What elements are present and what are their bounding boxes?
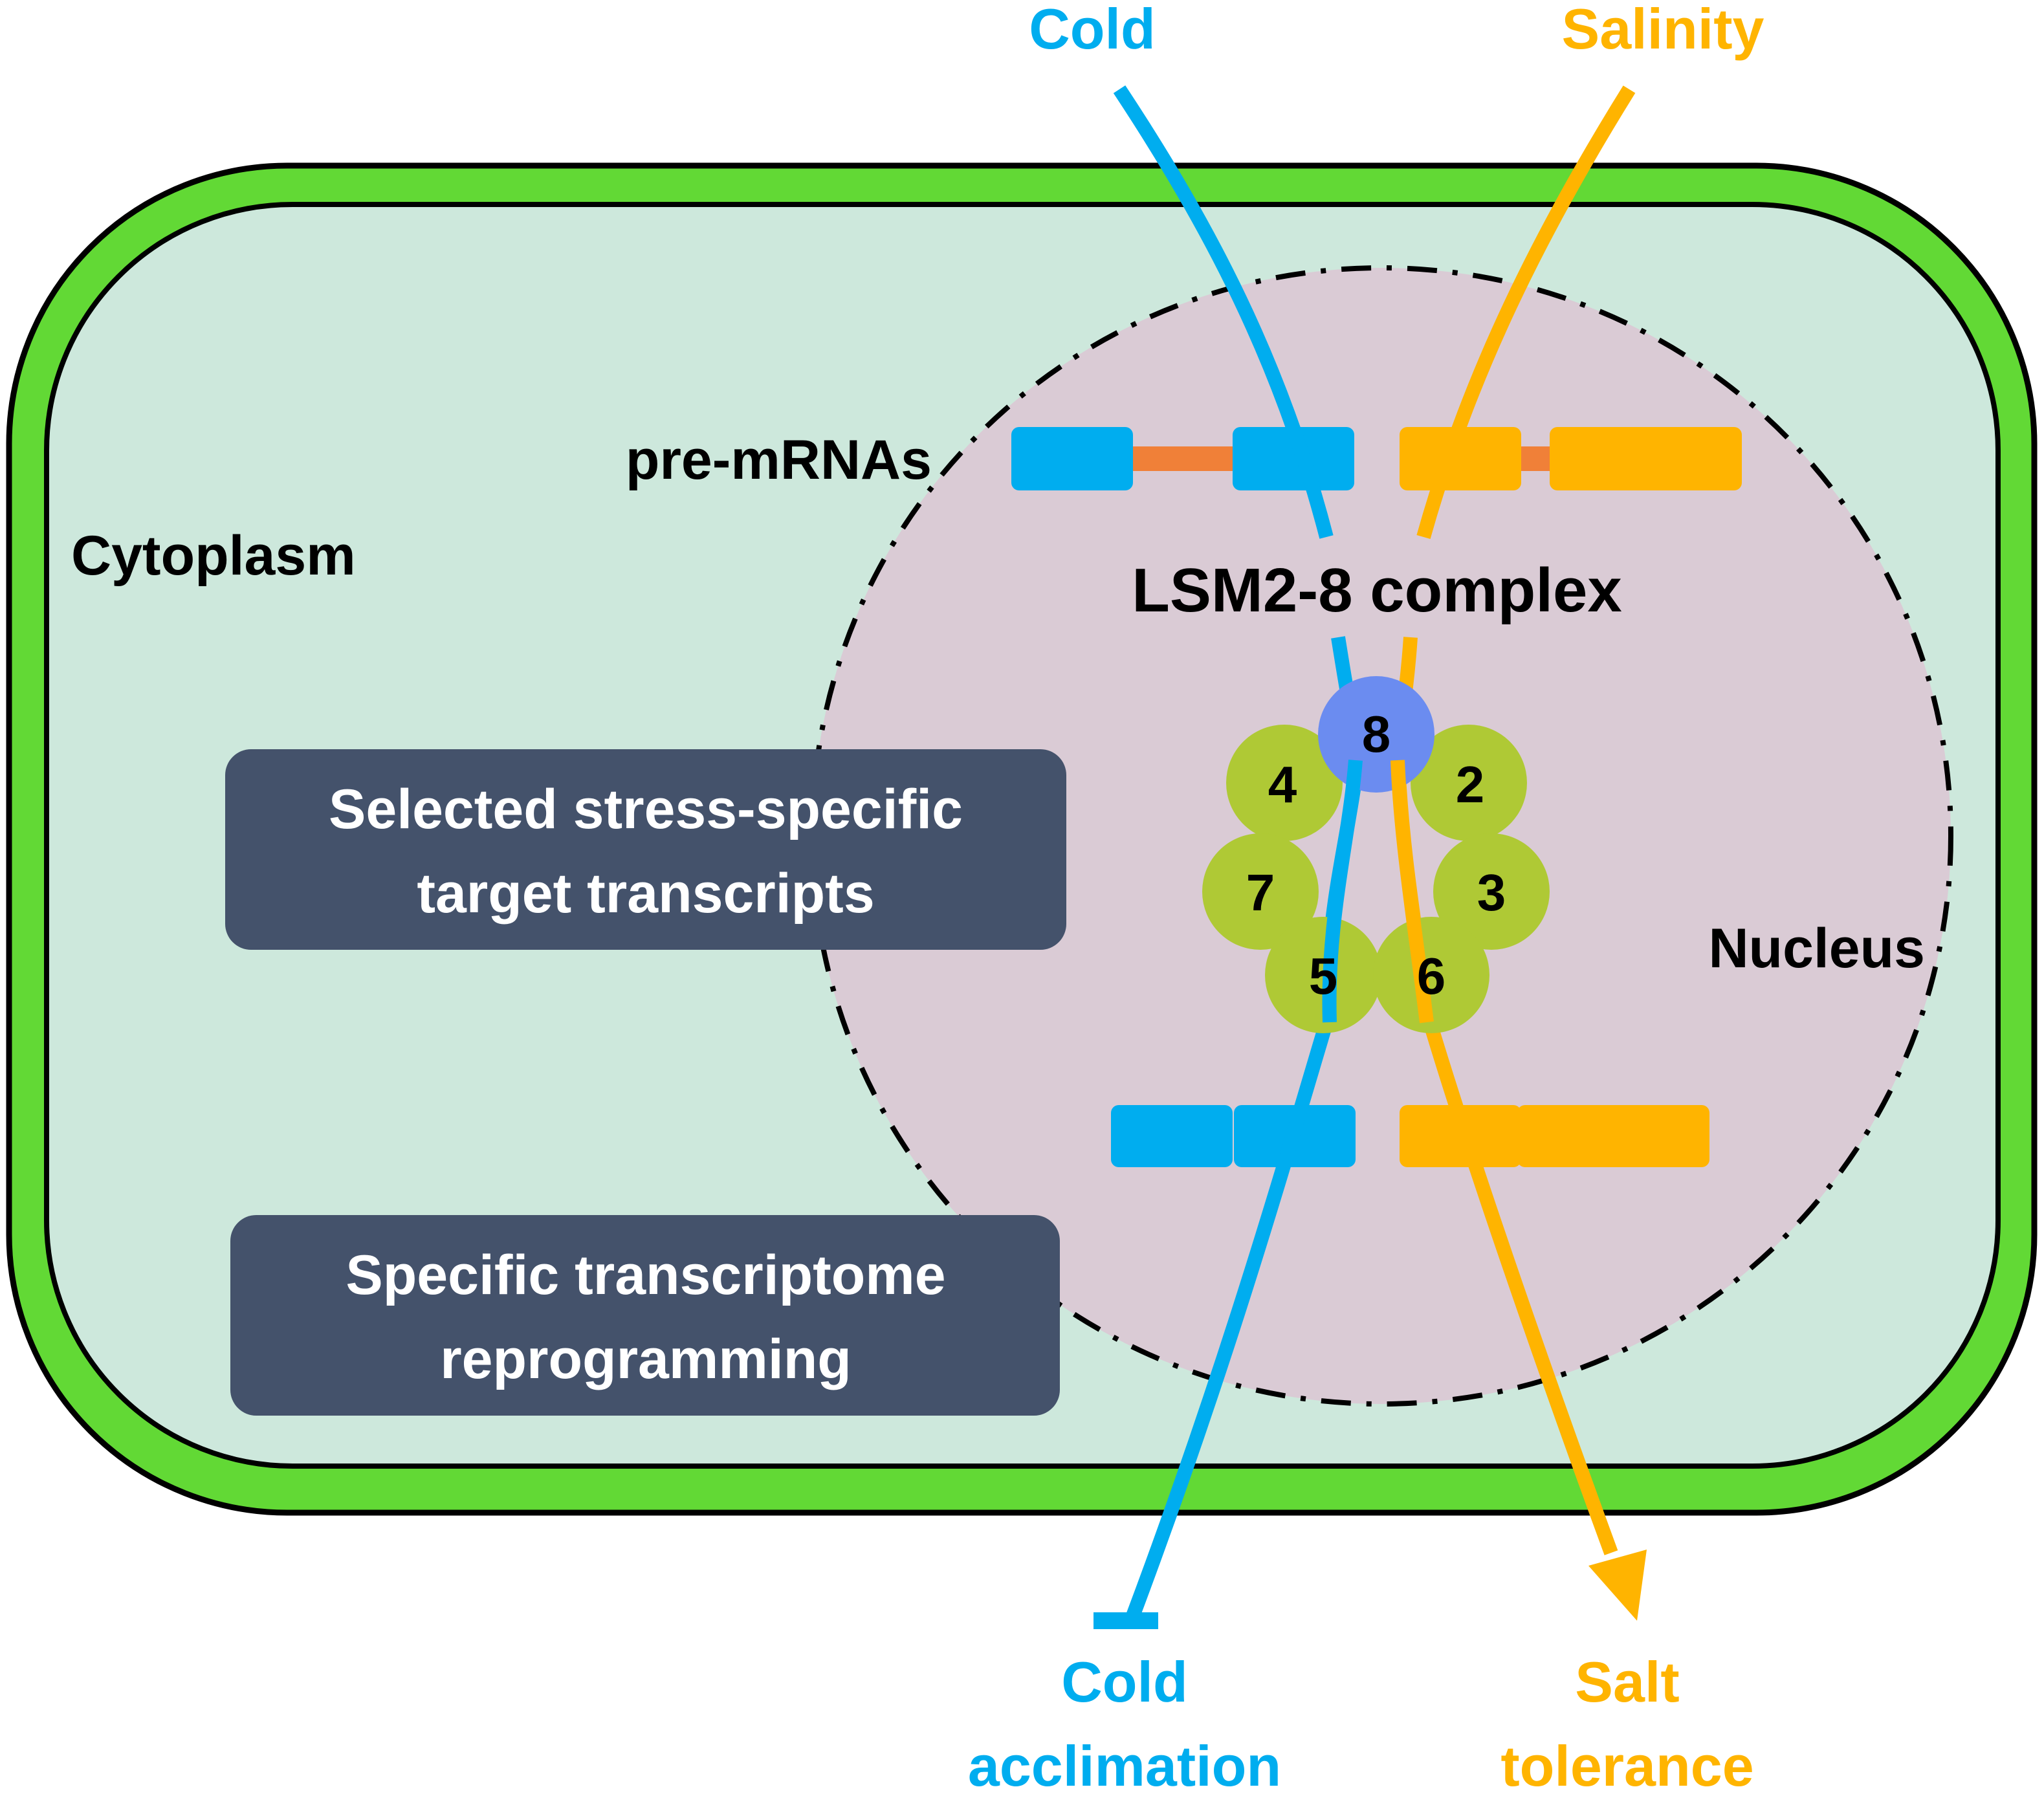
selected-transcripts-line2: target transcripts xyxy=(417,862,874,925)
subunit-3-label: 3 xyxy=(1477,864,1506,921)
selected-transcripts-bg xyxy=(225,749,1066,950)
subunit-8-label: 8 xyxy=(1362,705,1391,763)
subunit-8 xyxy=(1318,676,1434,793)
transcriptome-reprogramming-line2: reprogramming xyxy=(440,1328,852,1390)
subunit-6-label: 6 xyxy=(1417,947,1446,1005)
mrna-cold-exon-1 xyxy=(1111,1105,1233,1167)
complex-label: LSM2-8 complex xyxy=(1132,556,1622,625)
cold-pathway-lower xyxy=(1125,1020,1334,1620)
transcriptome-reprogramming-line1: Specific transcriptome xyxy=(346,1244,945,1306)
intron-cold xyxy=(1129,446,1239,471)
subunit-5-label: 5 xyxy=(1309,947,1338,1005)
exon-cold-1 xyxy=(1011,427,1133,490)
salt-arrowhead xyxy=(1588,1550,1647,1621)
nucleus-label: Nucleus xyxy=(1708,917,1925,980)
salt-strand-in-ring xyxy=(1390,760,1434,1024)
mrna-salt-exon-2 xyxy=(1517,1105,1709,1167)
salt-pathway-upper xyxy=(1416,85,1636,539)
cytoplasm-label: Cytoplasm xyxy=(71,525,356,587)
selected-transcripts-box: Selected stress-specific target transcri… xyxy=(225,749,1066,950)
cold-label: Cold xyxy=(1029,0,1156,61)
subunit-4-label: 4 xyxy=(1268,756,1297,813)
salinity-label: Salinity xyxy=(1562,0,1764,61)
subunit-2 xyxy=(1411,725,1527,841)
selected-transcripts-line1: Selected stress-specific xyxy=(329,778,963,840)
exon-salt-2 xyxy=(1550,427,1742,490)
exon-cold-2 xyxy=(1233,427,1354,490)
exon-salt-1 xyxy=(1400,427,1521,490)
cold-strand-in-ring xyxy=(1322,760,1363,1023)
subunit-2-label: 2 xyxy=(1456,756,1485,813)
transcriptome-reprogramming-bg xyxy=(230,1215,1060,1416)
cold-acclimation-label-line1: Cold xyxy=(1061,1650,1188,1714)
subunit-7-label: 7 xyxy=(1246,864,1275,921)
pre-mrna-cold xyxy=(1011,427,1354,490)
salt-pathway-lower xyxy=(1423,1020,1618,1555)
salt-tolerance-label-line2: tolerance xyxy=(1500,1734,1753,1798)
cold-pathway-upper xyxy=(1113,85,1334,539)
cold-acclimation-label-line2: acclimation xyxy=(968,1734,1281,1798)
subunit-3 xyxy=(1433,833,1550,950)
pre-mrna-salt xyxy=(1400,427,1742,490)
subunit-6 xyxy=(1373,917,1489,1033)
subunit-4 xyxy=(1226,725,1343,841)
mrna-salt xyxy=(1400,1105,1709,1167)
lsm-ring xyxy=(1202,676,1550,1033)
salt-tolerance-label-line1: Salt xyxy=(1575,1650,1679,1714)
pre-mrnas-label: pre-mRNAs xyxy=(626,429,932,491)
transcriptome-reprogramming-box: Specific transcriptome reprogramming xyxy=(230,1215,1060,1416)
subunit-7 xyxy=(1202,833,1319,950)
